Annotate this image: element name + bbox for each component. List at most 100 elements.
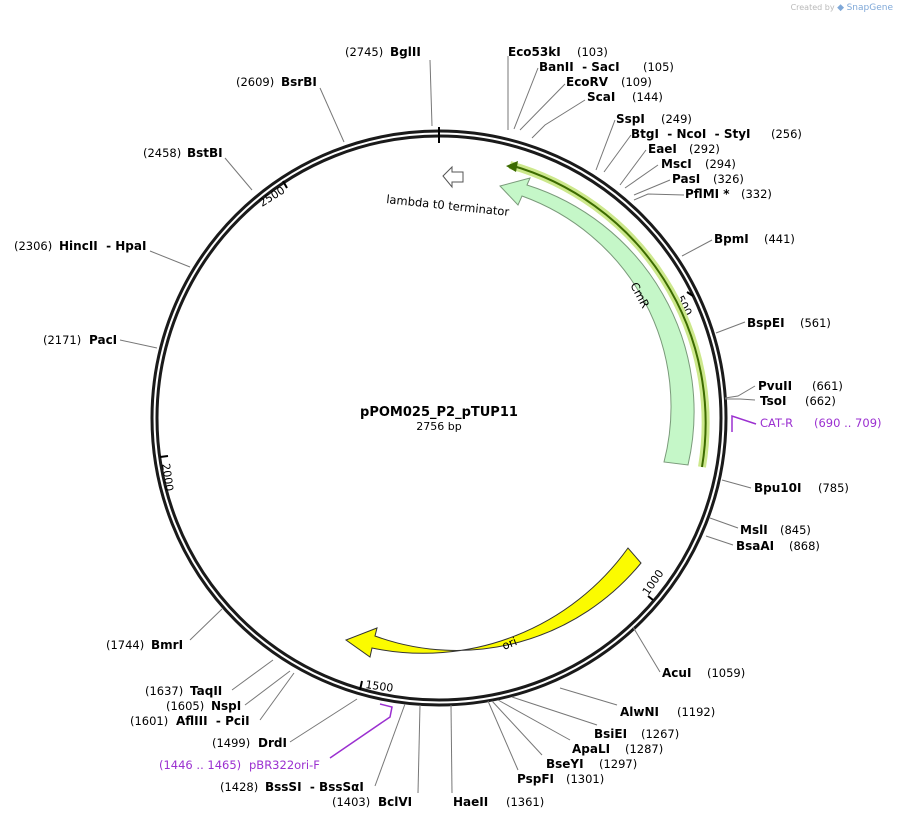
enzyme-pos: (1601) (130, 714, 168, 728)
enzyme-pos: (1192) (677, 705, 715, 719)
enzyme-bsaai[interactable]: BsaAI(868) (736, 539, 820, 553)
primer-cat-r[interactable]: CAT-R (690 .. 709) (731, 414, 882, 432)
feature-ori[interactable]: ori (344, 547, 642, 658)
enzyme-eco53ki[interactable]: Eco53kI (103) (508, 45, 608, 59)
enzyme-bstbi[interactable]: (2458)BstBI (143, 146, 223, 160)
enzyme-name: PspFI (517, 772, 554, 786)
enzyme-apali[interactable]: ApaLI (1287) (572, 742, 663, 756)
leader-haeii (450, 704, 453, 794)
leader-taqii (231, 659, 274, 691)
enzyme-pos: (441) (764, 232, 795, 246)
leader-pasi (633, 179, 671, 196)
leader-msli (709, 517, 739, 529)
enzyme-eaei[interactable]: EaeI(292) (648, 142, 720, 156)
enzyme-sspi[interactable]: SspI(249) (616, 112, 692, 126)
leader-btgi (603, 134, 632, 173)
enzyme-bmri[interactable]: (1744)BmrI (106, 638, 183, 652)
leader-bstbi (224, 157, 253, 191)
enzyme-bclvi[interactable]: (1403)BclVI (332, 795, 412, 809)
enzyme-afliii-pcii[interactable]: (1601)AflIII - PciI (130, 714, 250, 728)
primer-pbr322ori-f[interactable]: (1446 .. 1465) pBR322ori-F (159, 703, 393, 772)
leader-bsiei (511, 696, 598, 726)
enzyme-bpmi[interactable]: BpmI (441) (714, 232, 795, 246)
enzyme-name: BpmI (714, 232, 749, 246)
pbr322ori-f-primer-icon (329, 703, 393, 759)
leader-ecorv (519, 83, 566, 131)
feature-lambda-t0-terminator[interactable]: lambda t0 terminator (386, 165, 510, 219)
enzyme-bsiei[interactable]: BsiEI(1267) (594, 727, 679, 741)
enzyme-bsrbi[interactable]: (2609)BsrBI (236, 75, 317, 89)
enzyme-pflmi[interactable]: PflMI *(332) (685, 187, 772, 201)
tick-label-2500: 2500 (257, 184, 288, 210)
enzyme-name: MscI (661, 157, 692, 171)
enzyme-name: ScaI (587, 90, 615, 104)
enzyme-bspei[interactable]: BspEI(561) (747, 316, 831, 330)
enzyme-pspfi[interactable]: PspFI(1301) (517, 772, 604, 786)
enzyme-pos: (1287) (625, 742, 663, 756)
tick-label-1500: 1500 (365, 678, 395, 695)
enzyme-name: HaeII (453, 795, 488, 809)
tick-mark-1500 (359, 680, 363, 691)
terminator-arrow-icon[interactable] (442, 165, 464, 189)
leader-paci (119, 339, 158, 349)
enzyme-name: BclVI (378, 795, 412, 809)
cat-r-name: CAT-R (760, 416, 793, 430)
enzyme-bseyi[interactable]: BseYI(1297) (546, 757, 637, 771)
enzyme-name: TaqII (190, 684, 222, 698)
enzyme-pos: (1605) (166, 699, 204, 713)
enzyme-pos: (1637) (145, 684, 183, 698)
enzyme-acui[interactable]: AcuI (1059) (662, 666, 745, 680)
enzyme-name: EaeI (648, 142, 677, 156)
enzyme-hincii-hpai[interactable]: (2306)HincII - HpaI (14, 239, 146, 253)
leader-pspfi (487, 700, 519, 771)
enzyme-name: PvuII (758, 379, 792, 393)
enzyme-msli[interactable]: MslI(845) (740, 523, 811, 537)
enzyme-name: ApaLI (572, 742, 610, 756)
leader-bmri (189, 608, 223, 641)
enzyme-scai[interactable]: ScaI (144) (587, 90, 663, 104)
enzyme-nspi[interactable]: (1605)NspI (166, 699, 241, 713)
enzyme-ecorv[interactable]: EcoRV(109) (566, 75, 652, 89)
enzyme-btgi-ncoi-styi[interactable]: BtgI - NcoI - StyI(256) (631, 127, 802, 141)
enzyme-name: Eco53kI (508, 45, 561, 59)
leader-afliii (259, 672, 295, 721)
enzyme-haeii[interactable]: HaeII(1361) (453, 795, 544, 809)
enzyme-alwni[interactable]: AlwNI (1192) (620, 705, 715, 719)
enzyme-pos: (144) (632, 90, 663, 104)
enzyme-name: AlwNI (620, 705, 659, 719)
leader-bpu10i (721, 479, 752, 489)
enzyme-bpu10i[interactable]: Bpu10I(785) (754, 481, 849, 495)
enzyme-name: MslI (740, 523, 768, 537)
enzyme-tsoi[interactable]: TsoI(662) (760, 394, 836, 408)
leader-sspi (595, 119, 616, 171)
leader-bsaai (705, 535, 734, 546)
leader-bpmi (681, 239, 713, 257)
enzyme-name: AcuI (662, 666, 691, 680)
enzyme-taqii[interactable]: (1637) TaqII (145, 684, 222, 698)
leader-bsssi (374, 703, 406, 787)
enzyme-paci[interactable]: (2171)PacI (43, 333, 117, 347)
enzyme-pos: (661) (812, 379, 843, 393)
enzyme-pvuii[interactable]: PvuII (661) (758, 379, 843, 393)
plasmid-length: 2756 bp (416, 420, 461, 433)
enzyme-pos: (249) (661, 112, 692, 126)
leader-alwni (559, 687, 618, 706)
enzyme-pos: (868) (789, 539, 820, 553)
enzyme-bsssi-bsssai[interactable]: (1428)BssSI - BssSαI (220, 780, 364, 794)
leader-pvuii (724, 385, 756, 399)
enzyme-banii-saci[interactable]: BanII - SacI(105) (539, 60, 674, 74)
enzyme-msci[interactable]: MscI(294) (661, 157, 736, 171)
enzyme-pasi[interactable]: PasI(326) (672, 172, 744, 186)
enzyme-bglii[interactable]: (2745)BglII (345, 45, 421, 59)
ori-arrow[interactable] (344, 547, 642, 658)
enzyme-pos: (1059) (707, 666, 745, 680)
enzyme-pos: (103) (577, 45, 608, 59)
orf-arrowhead-icon (506, 161, 518, 172)
enzyme-pos: (561) (800, 316, 831, 330)
enzyme-name: HincII - HpaI (59, 239, 146, 253)
enzyme-drdi[interactable]: (1499)DrdI (212, 736, 287, 750)
cmr-arrow[interactable] (499, 177, 695, 466)
feature-cmr[interactable]: CmR (499, 177, 695, 466)
leader-acui (632, 626, 661, 673)
